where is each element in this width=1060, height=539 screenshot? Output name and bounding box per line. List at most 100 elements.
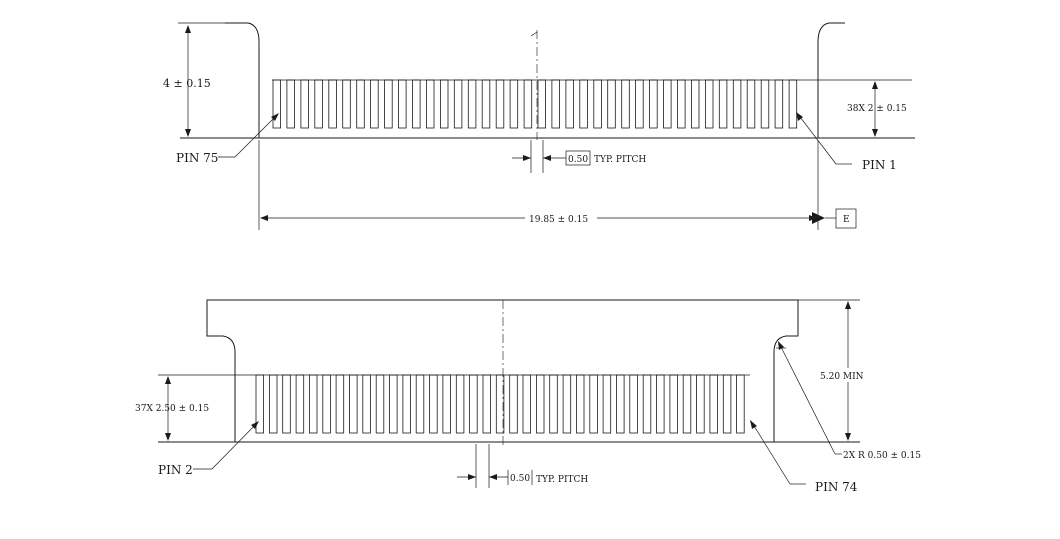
top-body-outline bbox=[225, 22, 845, 139]
top-pin bbox=[607, 79, 616, 129]
arrow bbox=[185, 25, 191, 33]
top-pin bbox=[481, 79, 491, 129]
top-pin bbox=[579, 79, 588, 129]
top-pin bbox=[467, 79, 477, 129]
top-pin bbox=[495, 79, 505, 129]
arrow bbox=[185, 129, 191, 137]
bottom-pin-length-dim-text: 37X 2.50 ± 0.15 bbox=[135, 404, 209, 414]
top-pin bbox=[788, 79, 798, 129]
top-pin bbox=[593, 79, 602, 129]
pin-1-leader bbox=[796, 112, 837, 165]
arrow bbox=[489, 474, 497, 480]
top-pin bbox=[523, 79, 533, 129]
bottom-pin bbox=[482, 374, 491, 434]
top-pin bbox=[551, 79, 560, 129]
bottom-pitch-box-text: 0.50 bbox=[510, 474, 530, 484]
datum-label: E bbox=[843, 215, 850, 225]
top-pin bbox=[663, 79, 672, 129]
top-pin bbox=[760, 79, 770, 129]
pin-2-leader bbox=[211, 421, 259, 470]
bottom-pin-row bbox=[255, 374, 745, 434]
top-pin bbox=[718, 79, 728, 129]
top-pitch-box bbox=[565, 150, 591, 166]
bottom-pin bbox=[736, 374, 745, 434]
bottom-pin bbox=[696, 374, 705, 434]
bottom-pin bbox=[415, 374, 425, 434]
arrow bbox=[796, 112, 803, 121]
top-pitch-box-text: 0.50 bbox=[568, 155, 588, 165]
pin-75-leader bbox=[234, 113, 279, 158]
top-height-dim-text: 4 ± 0.15 bbox=[163, 77, 211, 90]
top-pin bbox=[300, 79, 309, 129]
top-pin bbox=[691, 79, 700, 129]
arrow bbox=[872, 129, 878, 137]
arrow bbox=[251, 421, 259, 429]
bottom-pin bbox=[669, 374, 678, 434]
bottom-pin bbox=[389, 374, 398, 434]
bottom-pin bbox=[709, 374, 718, 434]
bottom-pin bbox=[629, 374, 638, 434]
top-view: 4 ± 0.15 38X 2 ± 0.15 0.50 TYP. PITCH 19… bbox=[163, 22, 915, 230]
bottom-pin bbox=[255, 374, 264, 434]
bottom-pin bbox=[295, 374, 305, 434]
bottom-height-text-bg bbox=[818, 368, 862, 382]
top-pin bbox=[314, 79, 323, 129]
pin-2-label: PIN 2 bbox=[158, 463, 193, 477]
arrow bbox=[165, 433, 171, 441]
arrow bbox=[260, 215, 268, 221]
bottom-pin bbox=[455, 374, 465, 434]
bottom-pin bbox=[362, 374, 371, 434]
bottom-pin bbox=[308, 374, 318, 434]
bottom-height-dim-text: 5.20 MIN bbox=[820, 372, 864, 382]
top-center-mark bbox=[530, 31, 538, 37]
pin-74-label: PIN 74 bbox=[815, 480, 858, 494]
arrow bbox=[165, 376, 171, 384]
bottom-pin bbox=[616, 374, 625, 434]
bottom-pin bbox=[268, 374, 278, 434]
arrow bbox=[845, 433, 851, 441]
bottom-pin bbox=[442, 374, 451, 434]
top-pitch-note: TYP. PITCH bbox=[594, 155, 646, 165]
bottom-pin bbox=[402, 374, 411, 434]
top-pin bbox=[565, 79, 574, 129]
top-pin bbox=[509, 79, 519, 129]
bottom-pin bbox=[322, 374, 331, 434]
bottom-pin bbox=[375, 374, 385, 434]
bottom-pin bbox=[349, 374, 358, 434]
top-pin bbox=[537, 79, 546, 129]
bottom-pin bbox=[722, 374, 732, 434]
arrow bbox=[523, 155, 531, 161]
top-pin bbox=[439, 79, 449, 129]
pin-74-leader bbox=[750, 420, 791, 485]
bottom-pin bbox=[642, 374, 652, 434]
arrow bbox=[778, 341, 784, 350]
bottom-pin bbox=[576, 374, 585, 434]
radius-leader bbox=[778, 342, 836, 455]
bottom-pin bbox=[495, 374, 505, 434]
bottom-pin bbox=[562, 374, 572, 434]
top-pin-row bbox=[272, 79, 798, 129]
top-pin bbox=[342, 79, 351, 129]
top-pin bbox=[453, 79, 463, 129]
top-pin bbox=[356, 79, 365, 129]
bottom-pin bbox=[522, 374, 531, 434]
top-pin bbox=[732, 79, 742, 129]
bottom-pin bbox=[469, 374, 478, 434]
bottom-pin bbox=[549, 374, 558, 434]
top-pin bbox=[635, 79, 644, 129]
top-pin bbox=[746, 79, 756, 129]
top-pin bbox=[425, 79, 435, 129]
bottom-pin bbox=[282, 374, 291, 434]
top-pin bbox=[774, 79, 784, 129]
datum-box bbox=[835, 208, 857, 229]
arrow bbox=[271, 113, 279, 121]
top-pin bbox=[328, 79, 337, 129]
top-pin bbox=[705, 79, 714, 129]
bottom-pin bbox=[682, 374, 692, 434]
top-pin bbox=[370, 79, 379, 129]
bottom-pitch-note: TYP. PITCH bbox=[536, 475, 588, 485]
top-pin bbox=[384, 79, 393, 129]
bottom-pin bbox=[602, 374, 612, 434]
top-pin bbox=[398, 79, 407, 129]
